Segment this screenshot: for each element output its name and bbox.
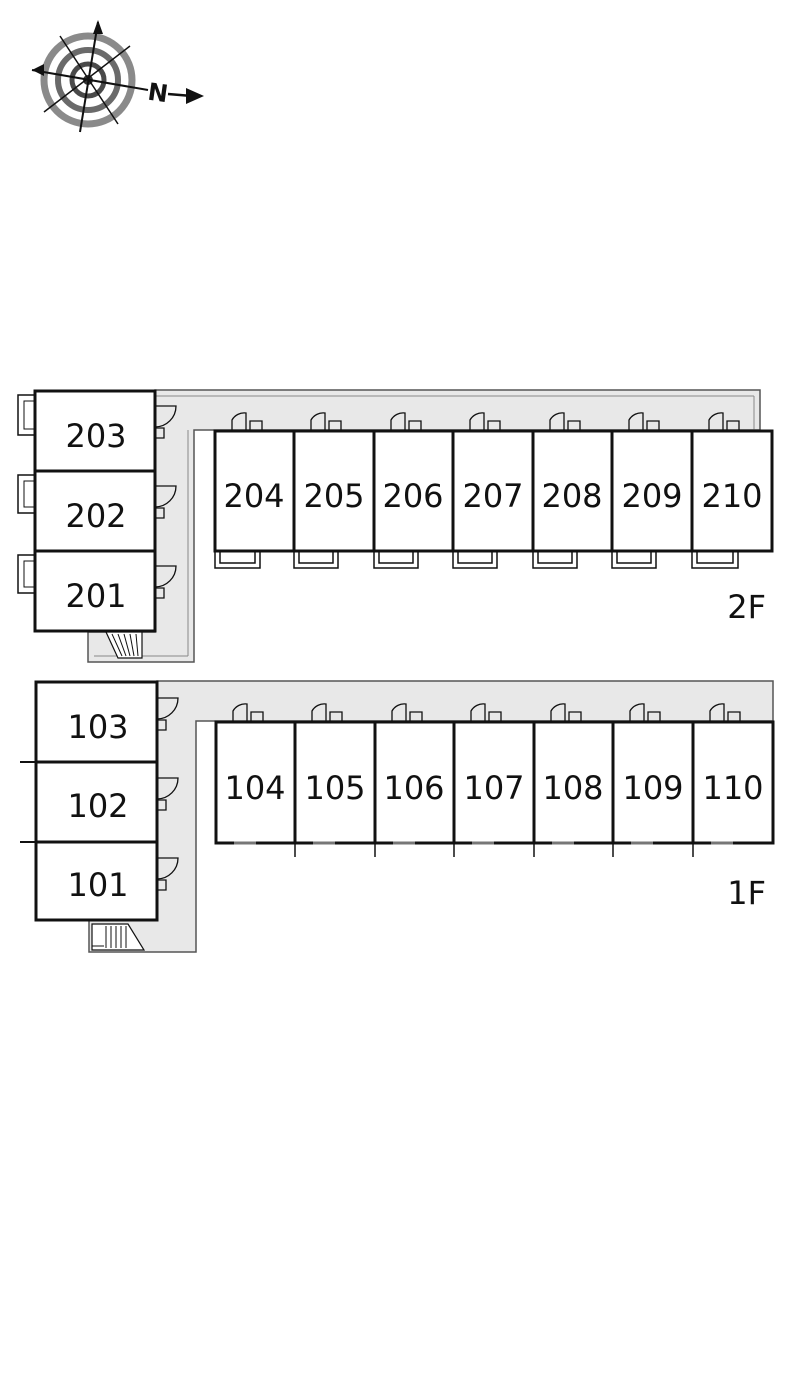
unit-208: 208: [541, 477, 602, 515]
unit-103: 103: [67, 708, 128, 746]
stairs-1f: [91, 923, 146, 951]
floor-label-1f: 1F: [727, 874, 766, 912]
compass-rose-icon: N: [31, 20, 204, 133]
unit-204: 204: [223, 477, 284, 515]
unit-205: 205: [303, 477, 364, 515]
unit-107: 107: [463, 769, 524, 807]
unit-206: 206: [382, 477, 443, 515]
north-label: N: [146, 78, 170, 109]
floor-1f: 103 102 101: [20, 680, 775, 953]
unit-110: 110: [702, 769, 763, 807]
unit-104: 104: [224, 769, 285, 807]
stairs-2f: [105, 631, 143, 659]
unit-210: 210: [701, 477, 762, 515]
unit-201: 201: [65, 577, 126, 615]
floor-2f: 203 202 201: [17, 389, 774, 663]
unit-109: 109: [622, 769, 683, 807]
unit-202: 202: [65, 497, 126, 535]
unit-106: 106: [383, 769, 444, 807]
unit-209: 209: [621, 477, 682, 515]
unit-105: 105: [304, 769, 365, 807]
unit-108: 108: [542, 769, 603, 807]
unit-203: 203: [65, 417, 126, 455]
unit-102: 102: [67, 787, 128, 825]
unit-101: 101: [67, 866, 128, 904]
unit-207: 207: [462, 477, 523, 515]
floor-label-2f: 2F: [727, 588, 766, 626]
